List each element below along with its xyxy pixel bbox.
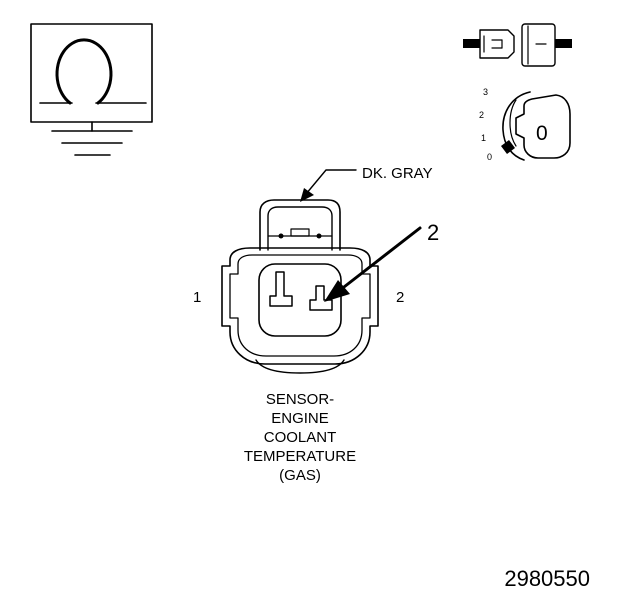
callout-number: 2 (427, 220, 439, 245)
component-name: SENSOR- ENGINE COOLANT TEMPERATURE (GAS) (244, 391, 356, 484)
ohmmeter-ground-icon (30, 23, 153, 156)
pin-label-1: 1 (193, 289, 201, 306)
wire-color-label: DK. GRAY (362, 165, 433, 182)
component-name-line: SENSOR- (266, 391, 334, 408)
component-name-line: ENGINE (271, 410, 329, 427)
key-label: 0 (536, 122, 548, 145)
component-name-line: (GAS) (279, 467, 321, 484)
key-position-0: 0 (487, 152, 492, 162)
key-position-3: 3 (483, 87, 488, 97)
component-name-line: TEMPERATURE (244, 448, 356, 465)
connector-face (221, 199, 379, 374)
connector-disconnect-icon (463, 23, 572, 67)
terminal-callout-arrow: 2 (324, 220, 439, 302)
key-position-1: 1 (481, 133, 486, 143)
pin-label-2: 2 (396, 289, 404, 306)
component-name-line: COOLANT (264, 429, 337, 446)
key-position-2: 2 (479, 110, 484, 120)
ignition-key-off-icon: 3 2 1 0 0 (479, 87, 571, 162)
wire-color-callout: DK. GRAY (300, 165, 433, 202)
figure-number: 2980550 (504, 566, 590, 591)
